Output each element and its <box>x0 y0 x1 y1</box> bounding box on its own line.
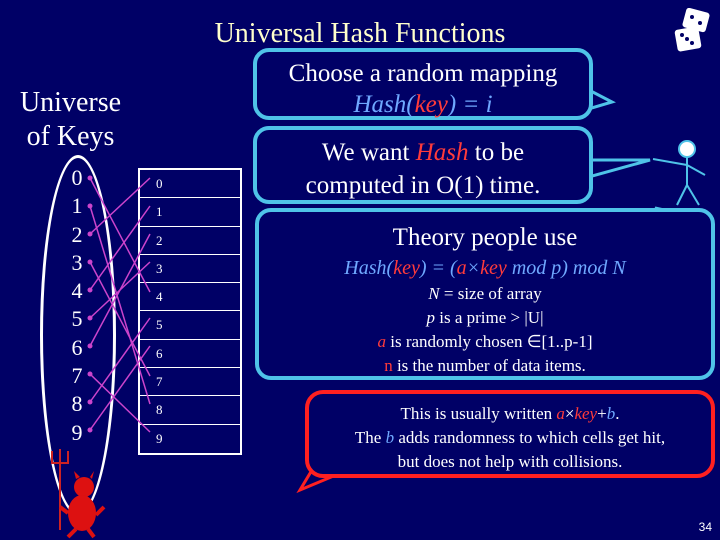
key-item: 3 <box>71 249 83 275</box>
mapping-arrow <box>89 205 151 291</box>
bubble-collisions-note: This is usually written a×key+b. The b a… <box>305 390 715 478</box>
formula-eq: ) = ( <box>419 257 457 279</box>
key-item: 5 <box>71 306 83 332</box>
universe-label: Universe of Keys <box>8 86 133 154</box>
key-item: 2 <box>71 221 83 247</box>
hash-cell: 1 <box>140 198 240 227</box>
formula-key: key <box>393 257 420 279</box>
note-line2-pre: The <box>354 428 386 447</box>
bubble2-line1: We want Hash to be <box>257 136 589 169</box>
mapping-arrow <box>89 177 151 293</box>
theory-formula: Hash(key) = (a×key mod p) mod N <box>259 254 711 282</box>
hash-cell: 6 <box>140 340 240 369</box>
note-line3: but does not help with collisions. <box>397 452 623 471</box>
def-p: p is a prime > |U| <box>259 306 711 330</box>
def-a: a is randomly chosen ∈[1..p-1] <box>259 330 711 354</box>
note-plus: + <box>597 404 607 423</box>
note-b: b <box>606 404 616 423</box>
note-times: × <box>564 404 575 423</box>
bubble1-line1: Choose a random mapping <box>288 60 558 87</box>
hash-word: Hash <box>353 91 407 118</box>
mapping-arrow <box>89 373 151 433</box>
key-item: 6 <box>71 334 83 360</box>
universe-label-line1: Universe <box>19 87 122 118</box>
hash-cell: 5 <box>140 311 240 340</box>
def-p-text: is a prime > |U| <box>435 308 544 327</box>
def-a-text: is randomly chosen ∈[1..p-1] <box>386 332 593 351</box>
formula-hash: Hash <box>344 257 387 279</box>
mapping-arrow <box>89 177 151 235</box>
note-line2: The b adds randomness to which cells get… <box>309 426 711 450</box>
note-a: a <box>556 404 565 423</box>
hash-cell: 8 <box>140 396 240 425</box>
note-end: . <box>615 404 620 423</box>
universe-label-line2: of Keys <box>26 121 115 152</box>
devil-icon <box>51 449 106 539</box>
note-line1-pre: This is usually written <box>400 404 557 423</box>
page-number: 34 <box>698 520 712 534</box>
def-n-text: = size of array <box>439 284 542 303</box>
bubble1-line2: Hash(key) = i <box>257 89 589 120</box>
note-line1: This is usually written a×key+b. <box>309 402 711 426</box>
def-n-var: N <box>428 284 440 303</box>
mapping-arrow <box>89 261 151 377</box>
key-item: 1 <box>71 193 83 219</box>
dice-icon <box>674 8 710 52</box>
bubble-theory: Theory people use Hash(key) = (a×key mod… <box>255 208 715 380</box>
hash-cell: 2 <box>140 227 240 255</box>
def-n-items: n is the number of data items. <box>259 354 711 378</box>
paren: ( <box>406 91 415 118</box>
formula-tail: mod p) mod N <box>506 257 626 279</box>
def-n-items-var: n <box>384 356 393 375</box>
bubble2-line2: computed in O(1) time. <box>305 172 541 199</box>
hash-cell: 4 <box>140 283 240 312</box>
def-a-var: a <box>377 332 387 351</box>
def-p-var: p <box>426 308 436 327</box>
slide-title: Universal Hash Functions <box>214 18 506 49</box>
key-item: 9 <box>71 419 83 445</box>
hash-cell: 7 <box>140 368 240 397</box>
bubble-random-mapping: Choose a random mapping Hash(key) = i <box>253 48 593 120</box>
hash-table: 0 1 2 3 4 5 6 7 8 9 <box>138 168 242 455</box>
mapping-arrow <box>89 345 151 431</box>
bubble2-pre: We want <box>321 139 416 166</box>
hash-cell: 3 <box>140 255 240 284</box>
def-n: N = size of array <box>259 282 711 306</box>
bubble2-post: to be <box>468 139 525 166</box>
hash-word: Hash <box>415 139 469 166</box>
keys-column: 0 1 2 3 4 5 6 7 8 9 <box>66 164 88 447</box>
mapping-arrow <box>89 205 151 405</box>
key-word: key <box>414 91 448 118</box>
def-n-items-text: is the number of data items. <box>392 356 586 375</box>
note-b2: b <box>385 428 395 447</box>
bubble-constant-time: We want Hash to be computed in O(1) time… <box>253 126 593 204</box>
pointing-figure-icon <box>652 140 706 206</box>
formula-open: ( <box>386 257 394 279</box>
hash-cell: 9 <box>156 430 163 446</box>
mapping-arrow <box>89 317 151 403</box>
hash-rest: ) = i <box>447 91 493 118</box>
theory-heading: Theory people use <box>392 224 578 251</box>
formula-a: a <box>456 257 467 279</box>
hash-cell: 0 <box>140 170 240 199</box>
note-line2-post: adds randomness to which cells get hit, <box>394 428 666 447</box>
key-item: 0 <box>71 165 83 190</box>
formula-key2: key <box>480 257 507 279</box>
mapping-arrow <box>89 233 151 347</box>
key-item: 4 <box>71 278 83 304</box>
key-item: 7 <box>71 363 83 389</box>
formula-times: × <box>466 257 481 279</box>
key-item: 8 <box>71 391 83 417</box>
note-key: key <box>574 404 598 423</box>
